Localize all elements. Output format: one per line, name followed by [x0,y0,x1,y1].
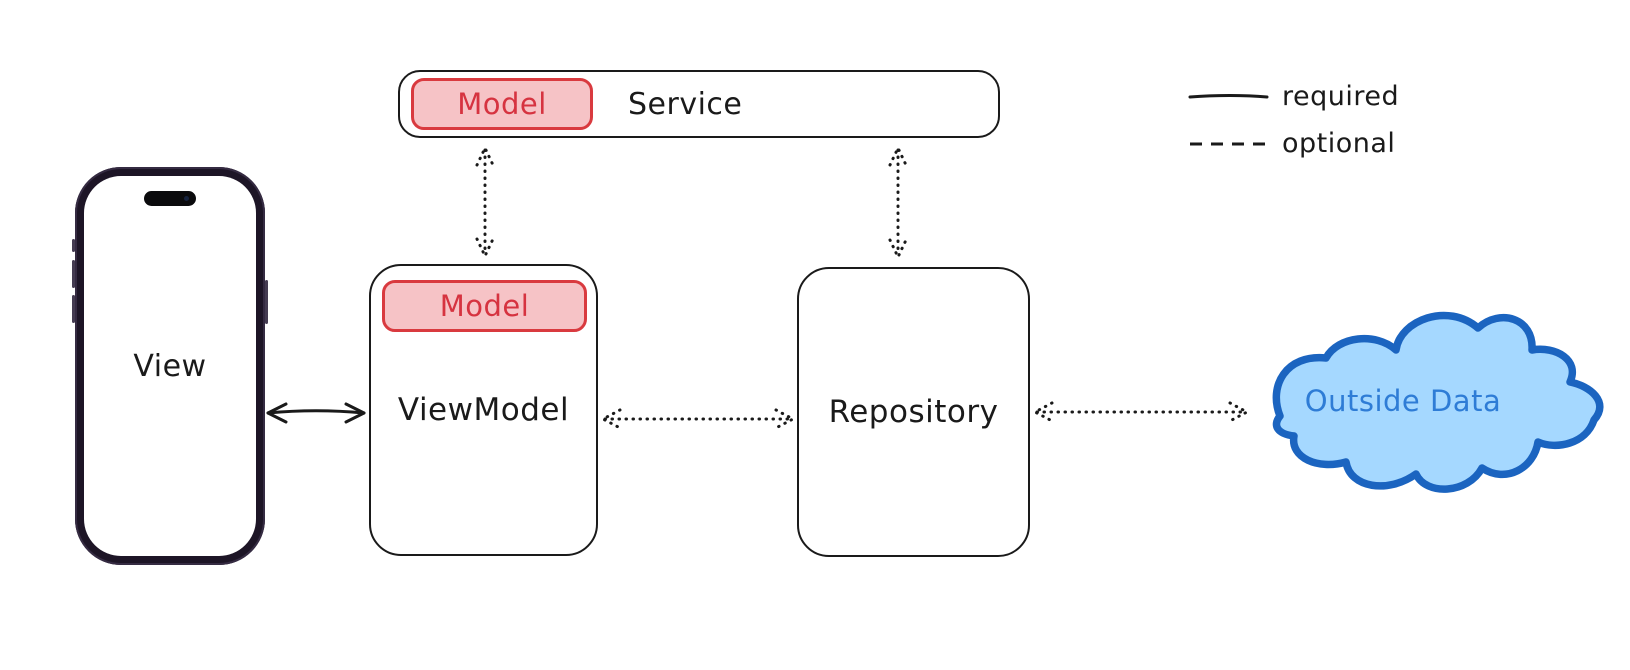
repository-node: Repository [797,267,1030,557]
arrow-viewmodel-repository [601,408,795,430]
repository-node-label: Repository [828,394,999,430]
cloud-icon [1272,311,1604,493]
viewmodel-node: Model ViewModel [369,264,598,556]
service-node: Model Service [398,70,1000,138]
dynamic-island [144,191,196,206]
service-model-badge: Model [411,78,593,130]
phone-volume-down-button [72,295,75,323]
viewmodel-model-badge: Model [382,280,587,332]
camera-icon [184,196,189,201]
outside-data-label: Outside Data [1304,384,1502,418]
phone-volume-up-button [72,260,75,288]
phone-power-button [265,280,268,324]
viewmodel-node-label: ViewModel [397,392,570,428]
legend-required-label: required [1282,81,1400,112]
phone-device: View [72,167,268,565]
arrow-viewmodel-service [475,146,495,258]
legend-required-line [1188,94,1269,99]
legend-optional-label: optional [1282,128,1396,159]
arrow-view-viewmodel [266,402,366,424]
arrow-repository-service [888,146,908,259]
phone-mute-switch [72,239,75,252]
phone-screen: View [84,176,256,556]
view-node-label: View [133,349,207,384]
outside-data-cloud [1272,311,1604,493]
arrow-repository-outsidedata [1033,401,1249,423]
service-node-label: Service [628,86,743,122]
